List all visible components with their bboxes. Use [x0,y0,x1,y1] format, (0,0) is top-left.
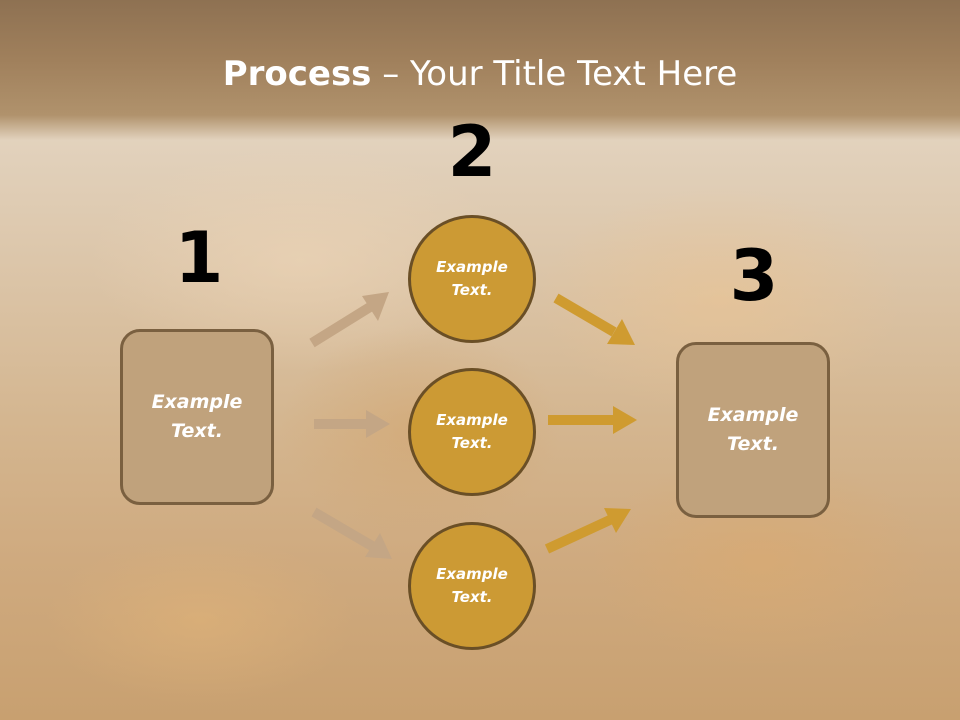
step-1-box: Example Text. [120,329,274,505]
step-1-label: Example Text. [151,391,243,442]
arrow-right-up [544,508,631,554]
arrow-left-middle [314,410,390,438]
step-2-label-middle: Example Text. [436,411,508,452]
step-1-number: 1 [174,217,224,299]
title-rest: – Your Title Text Here [371,54,738,94]
step-2-label-top: Example Text. [436,258,508,299]
title-bold: Process [222,54,372,94]
arrow-right-middle [548,406,637,434]
step-2-circle-top: Example Text. [408,215,536,343]
step-3-box: Example Text. [676,342,830,518]
slide-title: Process – Your Title Text Here [0,52,960,96]
arrow-right-down [553,293,635,345]
step-2-number: 2 [447,111,497,193]
step-3-label: Example Text. [707,404,799,455]
arrow-left-down [311,507,392,559]
step-2-circle-bottom: Example Text. [408,522,536,650]
arrow-left-up [309,292,389,348]
step-2-circle-middle: Example Text. [408,368,536,496]
step-3-number: 3 [729,235,779,317]
step-2-label-bottom: Example Text. [436,565,508,606]
